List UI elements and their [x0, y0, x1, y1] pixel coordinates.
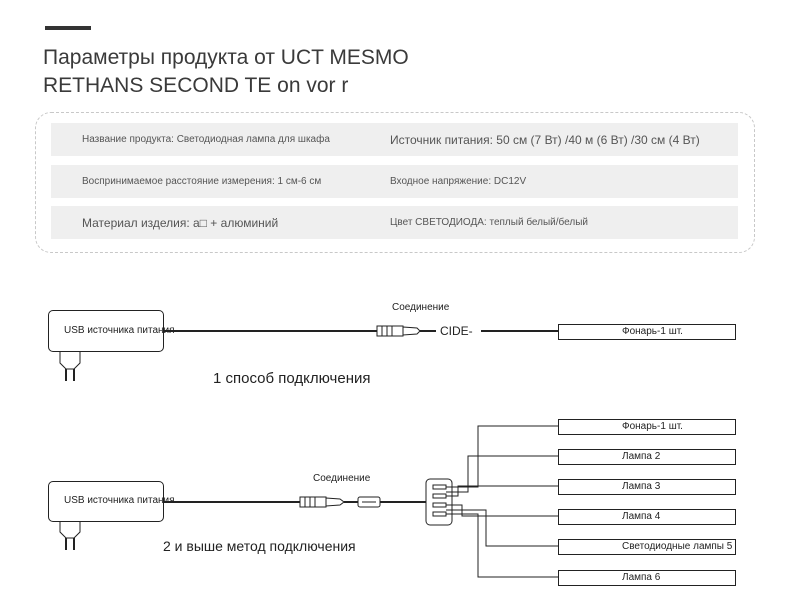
spec-product-name: Название продукта: Светодиодная лампа дл… — [82, 134, 330, 145]
lamp-strip — [558, 419, 736, 435]
connector-socket — [357, 496, 381, 508]
lamp-label: Светодиодные лампы 5 — [622, 541, 733, 552]
adapter-label-2: USB источника питания — [64, 495, 175, 506]
spec-row: Воспринимаемое расстояние измерения: 1 с… — [51, 165, 738, 198]
connection-label-2: Соединение — [313, 473, 371, 484]
cide-label: CIDE- — [440, 324, 473, 338]
adapter-plug-2 — [59, 518, 81, 550]
usb-power-adapter-1 — [48, 310, 164, 352]
spec-input-voltage: Входное напряжение: DC12V — [390, 176, 527, 187]
caption-method-1: 1 способ подключения — [213, 370, 371, 387]
lamp-strip — [558, 509, 736, 525]
spec-led-color: Цвет СВЕТОДИОДА: теплый белый/белый — [390, 217, 588, 228]
splitter-hub — [425, 478, 453, 526]
usb-power-adapter-2 — [48, 481, 164, 522]
lamp-label: Лампа 2 — [622, 451, 661, 462]
splitter-branches — [446, 425, 558, 578]
spec-row: Название продукта: Светодиодная лампа дл… — [51, 123, 738, 156]
spec-power-source: Источник питания: 50 см (7 Вт) /40 м (6 … — [390, 132, 700, 147]
lamp-label: Лампа 4 — [622, 511, 661, 522]
caption-method-2: 2 и выше метод подключения — [163, 538, 356, 554]
adapter-plug-1 — [59, 349, 81, 381]
page-title: Параметры продукта от UCT MESMO RETHANS … — [43, 44, 463, 100]
connector-2 — [299, 496, 345, 508]
lamp-1 — [558, 324, 736, 340]
accent-bar — [45, 26, 91, 30]
lamp-label: Лампа 3 — [622, 481, 661, 492]
lamp-strip — [558, 449, 736, 465]
title-line-1: Параметры продукта от UCT MESMO — [43, 46, 409, 69]
lamp-strip — [558, 539, 736, 555]
spec-material: Материал изделия: a□ + алюминий — [82, 215, 279, 230]
connection-label-1: Соединение — [392, 302, 450, 313]
lamp-strip — [558, 479, 736, 495]
title-line-2: RETHANS SECOND TE on vor r — [43, 74, 349, 97]
lamp-label: Лампа 6 — [622, 572, 661, 583]
lamp-strip — [558, 570, 736, 586]
lamp-label: Фонарь-1 шт. — [622, 326, 683, 337]
spec-row: Материал изделия: a□ + алюминий Цвет СВЕ… — [51, 206, 738, 239]
spec-panel — [35, 112, 755, 253]
lamp-label: Фонарь-1 шт. — [622, 421, 683, 432]
spec-sensing-distance: Воспринимаемое расстояние измерения: 1 с… — [82, 176, 322, 187]
connector-1 — [376, 325, 421, 337]
adapter-label-1: USB источника питания — [64, 325, 175, 336]
